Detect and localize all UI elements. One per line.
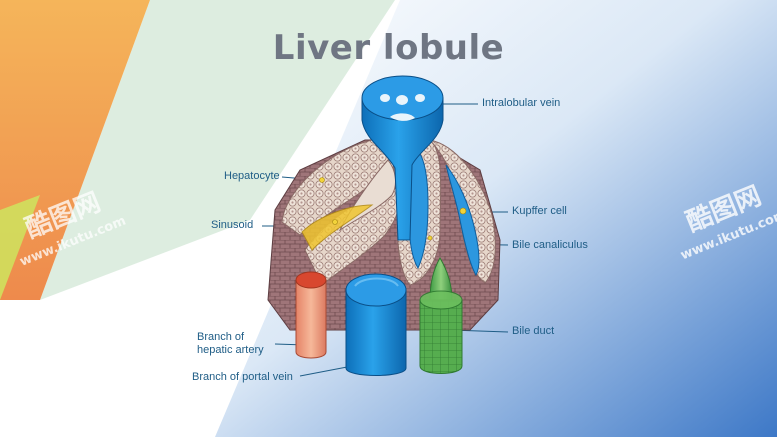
label-hepatic-artery: Branch of hepatic artery <box>197 331 264 357</box>
label-hepatic-artery-line1: Branch of <box>197 331 245 343</box>
hepatic-artery-branch <box>295 271 327 359</box>
intralobular-vein <box>361 75 444 241</box>
bile-duct <box>419 257 463 374</box>
background-green-strip <box>0 195 40 300</box>
label-hepatic-artery-line2: hepatic artery <box>197 344 264 356</box>
label-bile-canaliculus: Bile canaliculus <box>512 239 588 251</box>
label-intralobular-vein: Intralobular vein <box>482 97 561 109</box>
background-orange-shape <box>0 0 150 300</box>
kupffer-cells <box>319 177 467 241</box>
portal-vein-branch <box>345 273 407 376</box>
label-sinusoid: Sinusoid <box>211 219 254 231</box>
label-portal-vein: Branch of portal vein <box>192 371 293 383</box>
page-title: Liver lobule <box>272 28 505 68</box>
background-mint-shape <box>40 0 395 300</box>
sinusoid-channels <box>301 149 480 276</box>
label-bile-duct: Bile duct <box>512 325 555 337</box>
label-kupffer-cell: Kupffer cell <box>512 205 567 217</box>
label-hepatocyte: Hepatocyte <box>224 170 280 182</box>
